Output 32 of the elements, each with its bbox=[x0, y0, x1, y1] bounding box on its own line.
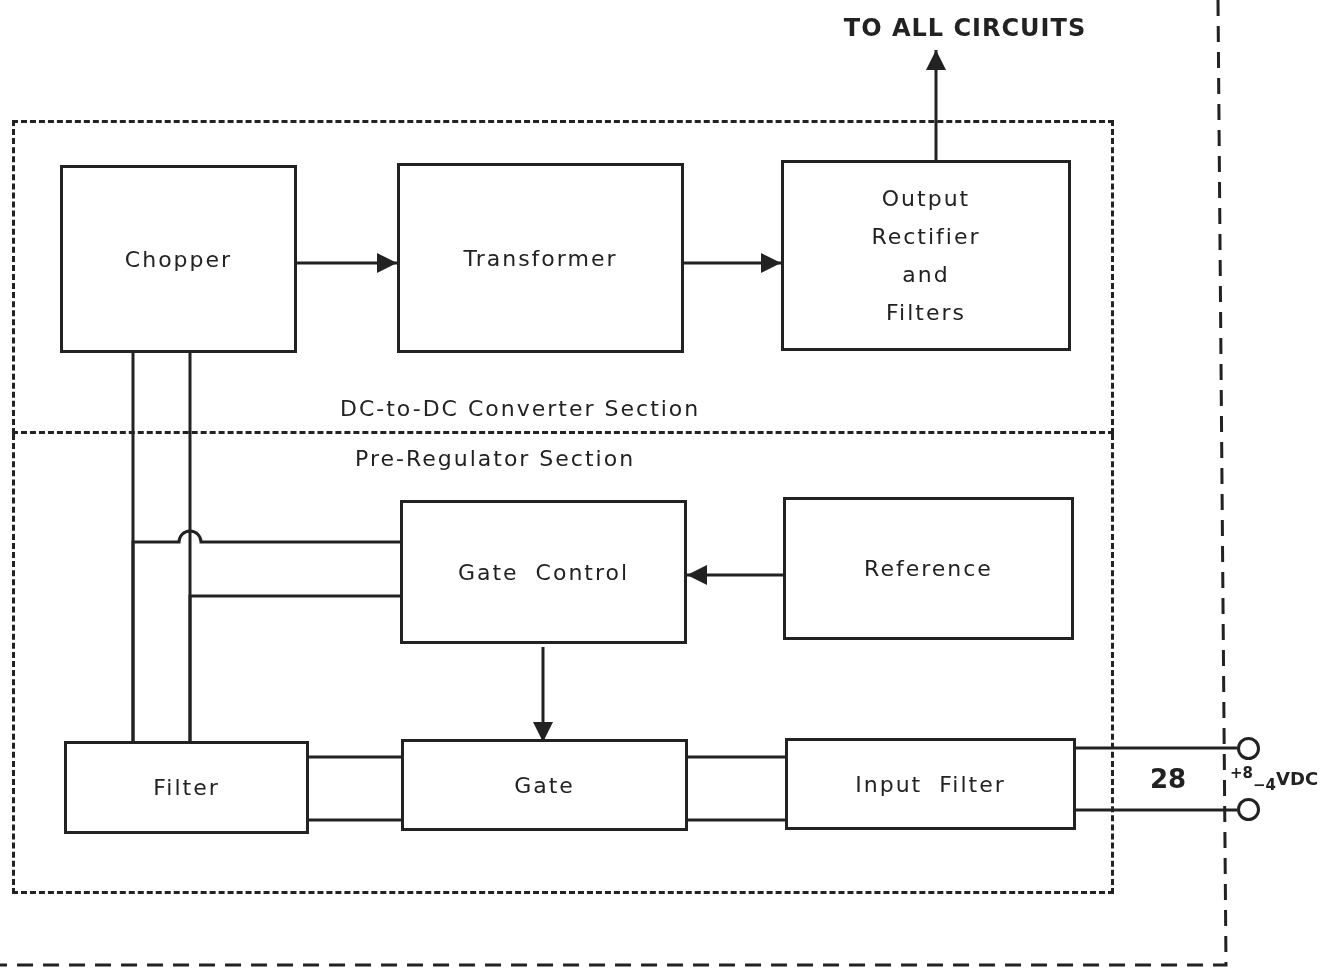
connector-line bbox=[1076, 746, 1237, 750]
block-box bbox=[60, 165, 297, 353]
block-box bbox=[785, 738, 1076, 830]
block-box bbox=[64, 741, 309, 834]
block-label: Gate Control bbox=[457, 559, 630, 585]
arrow bbox=[687, 565, 783, 585]
section-region bbox=[12, 434, 1114, 894]
section-title: DC-to-DC Converter Section bbox=[340, 396, 701, 421]
section-region bbox=[12, 120, 1114, 434]
connector-line bbox=[688, 755, 785, 759]
section-title: Pre-Regulator Section bbox=[355, 446, 636, 471]
arrow bbox=[684, 253, 781, 273]
block-label: Gate bbox=[514, 772, 575, 798]
connector-line bbox=[1076, 808, 1237, 812]
block-label: Chopper bbox=[124, 246, 233, 272]
connector-line bbox=[309, 818, 401, 822]
block-box bbox=[783, 497, 1074, 640]
connector-line bbox=[309, 755, 401, 759]
block-box bbox=[401, 739, 688, 831]
block-box bbox=[397, 163, 684, 353]
block-box bbox=[400, 500, 687, 644]
block-label: Output Rectifier and Filters bbox=[870, 184, 982, 327]
block-label: Filter bbox=[153, 775, 220, 800]
block-label: Input Filter bbox=[855, 771, 1006, 797]
block-box bbox=[781, 160, 1071, 351]
arrow bbox=[926, 50, 946, 160]
block-label: Transformer bbox=[463, 245, 618, 271]
signal-label: TO ALL CIRCUITS bbox=[842, 14, 1088, 42]
connector-line bbox=[688, 818, 785, 822]
arrow bbox=[297, 253, 397, 273]
voltage-value: 28 bbox=[1150, 764, 1187, 794]
block-label: Reference bbox=[864, 556, 993, 581]
